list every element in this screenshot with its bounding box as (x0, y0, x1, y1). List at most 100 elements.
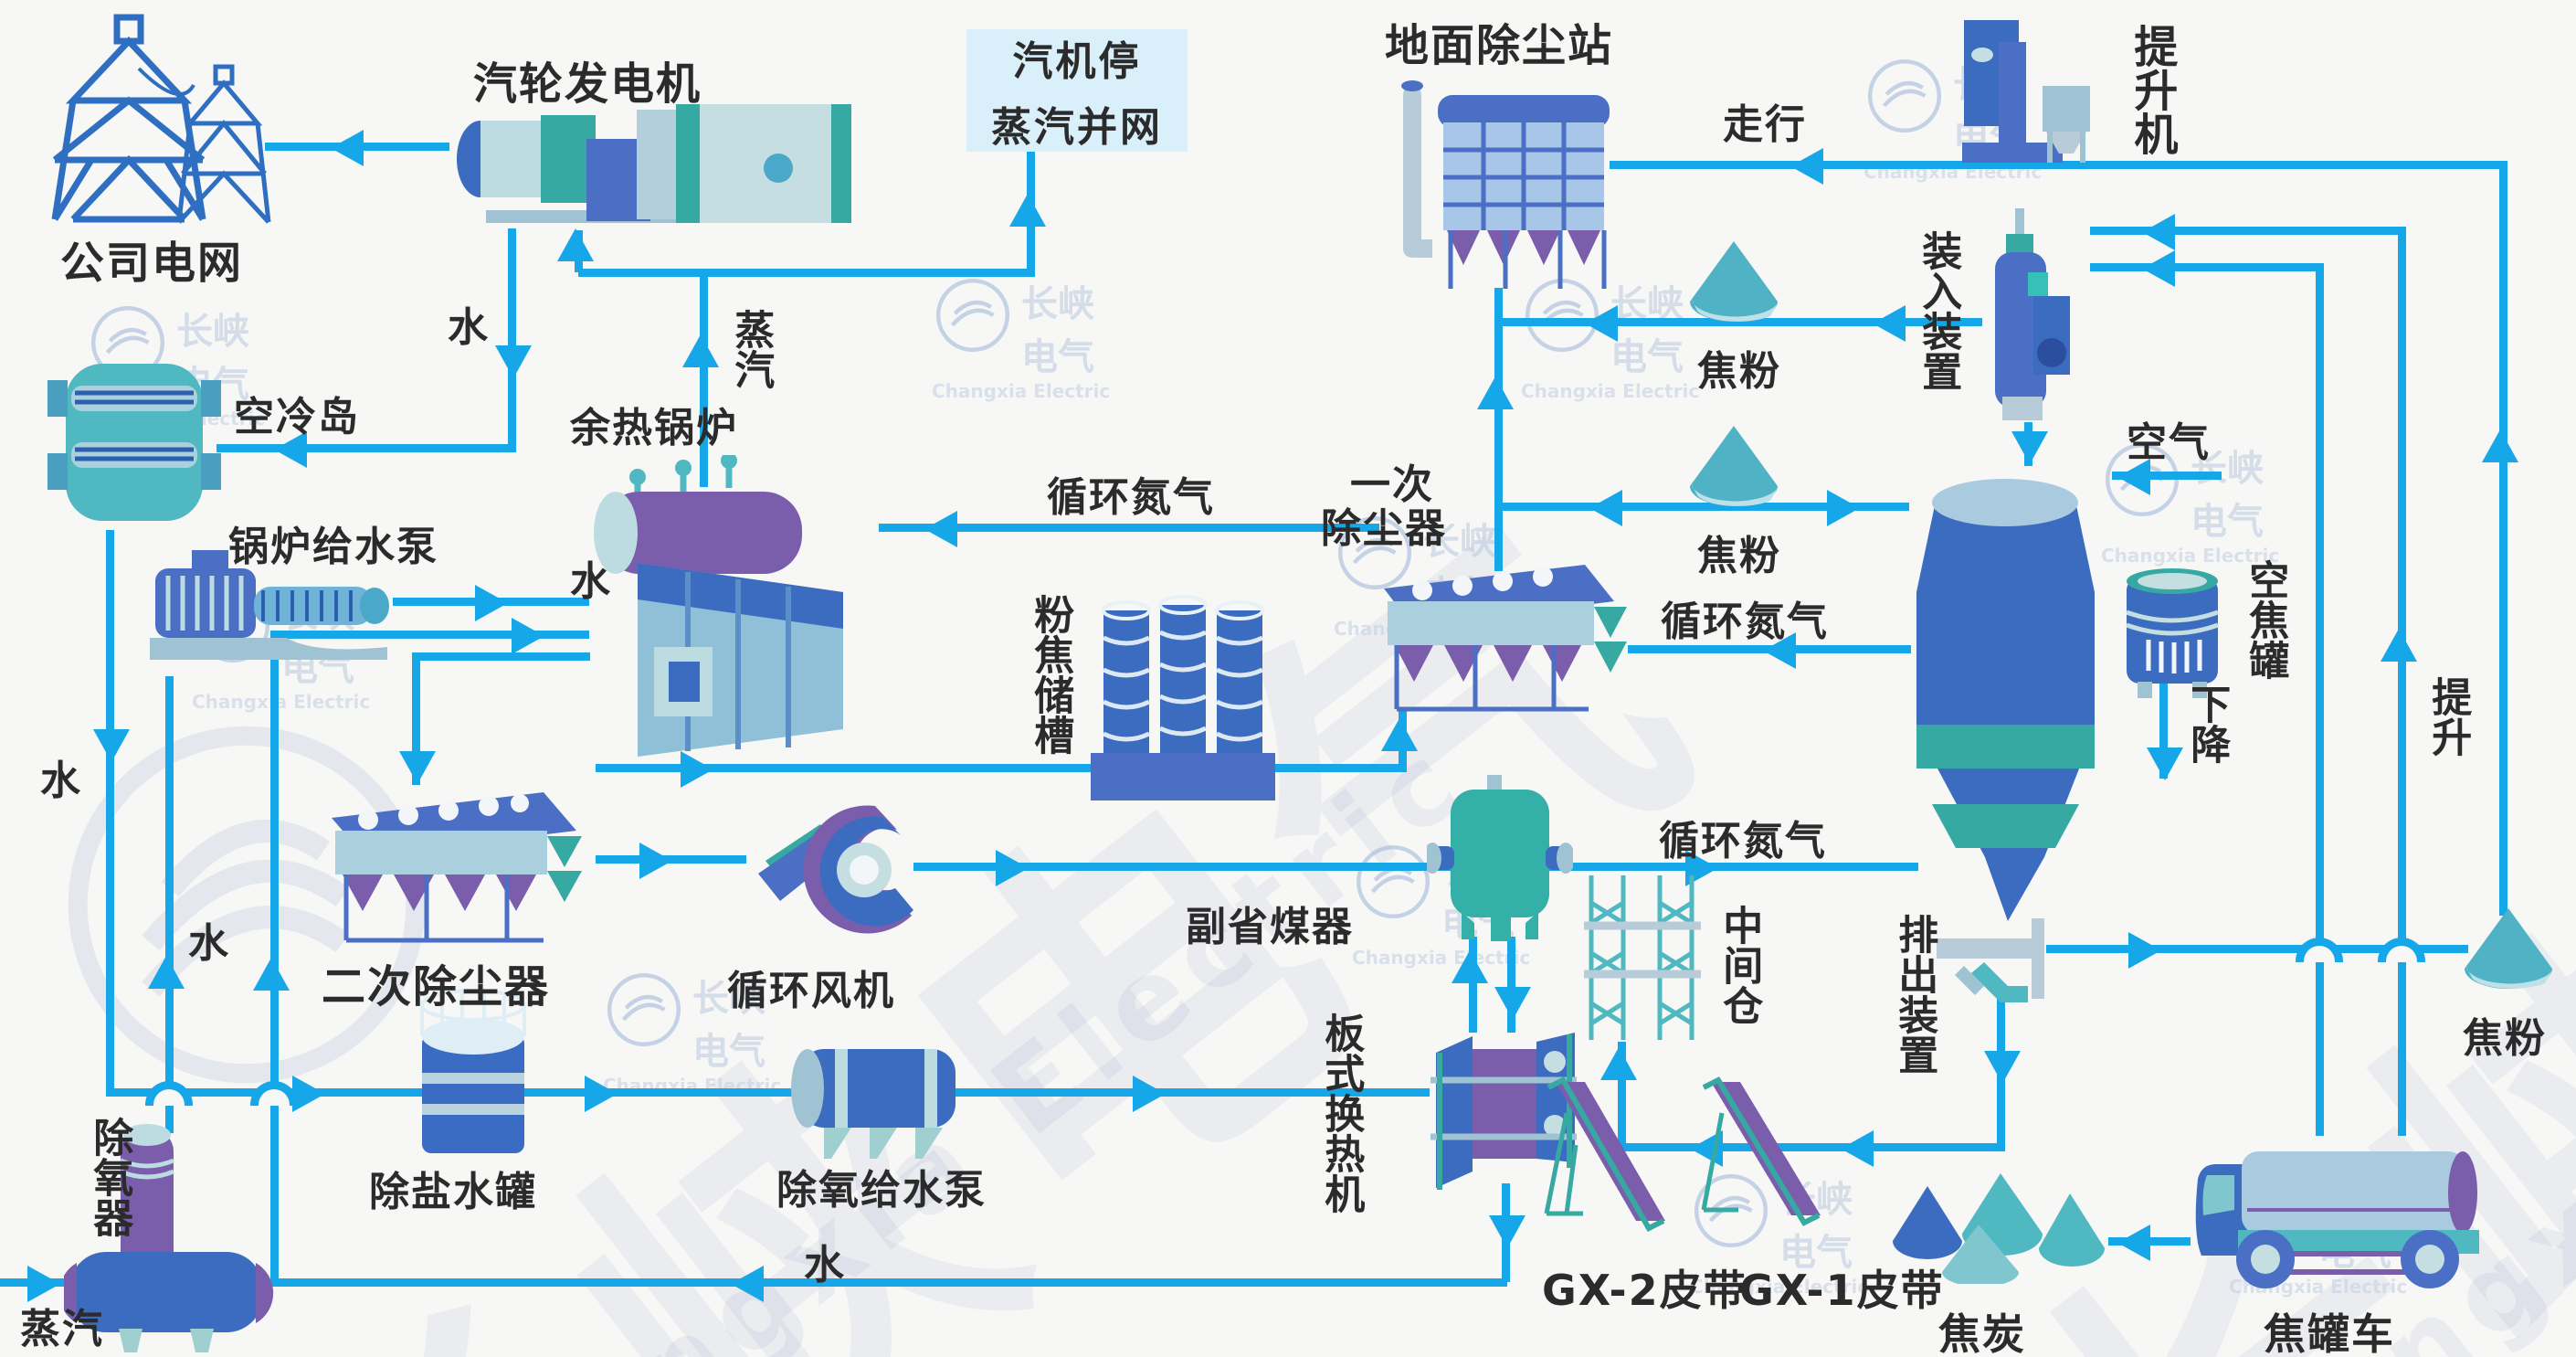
pipe (274, 631, 589, 639)
arrow (292, 1076, 325, 1112)
pipe (2090, 227, 2406, 235)
label-demin-water-tank: 除盐水罐 (369, 1169, 537, 1215)
coke-piles (1893, 1173, 2105, 1284)
label-deaerator: 除氧器 (86, 1117, 133, 1237)
label-ground-dust-station: 地面除尘站 (1385, 20, 1614, 71)
pipe-powder (596, 764, 1407, 772)
pipe-right-outer (2499, 161, 2507, 916)
label-discharge-device: 排出装置 (1891, 914, 1938, 1075)
arrow (585, 1076, 618, 1112)
arrow (1790, 148, 1823, 185)
transmission-towers (51, 14, 271, 224)
circulating-fan (758, 805, 913, 934)
belt-gx1 (1701, 1076, 1821, 1226)
label-hoist: 提升机 (2126, 24, 2178, 155)
pipe-hx-return (274, 1278, 1507, 1287)
pipe (2316, 263, 2324, 1136)
arrow (2128, 932, 2161, 969)
label-intermediate-bin: 中间仓 (1716, 905, 1763, 1025)
arrow (475, 585, 508, 621)
arrow (1381, 718, 1418, 751)
pipe-to-acc (216, 444, 513, 452)
label-turbine-generator: 汽轮发电机 (473, 58, 702, 110)
arrow (2142, 214, 2175, 250)
label-nitrogen-1: 循环氮气 (1047, 474, 1215, 521)
arrow (557, 228, 594, 261)
pipe-water-header (106, 1088, 1430, 1097)
arrow (1494, 987, 1531, 1020)
label-descend: 下降 (2183, 684, 2231, 764)
arrow (2011, 431, 2048, 464)
pipe-coke-powder-2 (1498, 503, 1909, 511)
arrow (1477, 376, 1514, 409)
arrow (1763, 632, 1796, 669)
pipe (412, 652, 590, 661)
pipe-bridge (2296, 938, 2343, 962)
label-travel: 走行 (1723, 101, 1807, 148)
arrow (253, 958, 290, 991)
label-coke-tank-truck: 焦罐车 (2264, 1309, 2395, 1357)
label-water-riser: 水 (188, 920, 230, 967)
pipe-belts (1608, 1143, 2005, 1151)
label-coke-powder-right: 焦粉 (2463, 1015, 2547, 1062)
pipe-boiler-steam (700, 272, 708, 487)
arrow (1589, 490, 1622, 526)
label-air-cooling-island: 空冷岛 (234, 394, 360, 440)
secondary-economizer (1427, 775, 1573, 941)
label-waste-heat-boiler: 余热锅炉 (570, 405, 738, 451)
label-coke-powder-1: 焦粉 (1697, 348, 1781, 395)
label-primary-collector-2: 除尘器 (1321, 505, 1447, 552)
pipe-steam-header (578, 269, 1035, 277)
label-charging-device: 装入装置 (1915, 230, 1962, 391)
arrow (274, 431, 307, 468)
arrow (2117, 1224, 2150, 1261)
pipe (1469, 937, 1477, 1033)
label-lift-right: 提升 (2424, 676, 2472, 757)
arrow (1600, 1047, 1637, 1080)
intermediate-bin (1584, 875, 1701, 1040)
belt-gx2 (1544, 1076, 1665, 1232)
arrow (2117, 459, 2150, 495)
label-water-feed: 水 (570, 558, 612, 605)
label-secondary-economizer: 副省煤器 (1186, 904, 1354, 950)
powder-coke-silos (1091, 595, 1275, 800)
label-coke-powder-2: 焦粉 (1697, 533, 1781, 579)
pipe (1507, 937, 1515, 1033)
label-deaerator-feed-pump: 除氧给水泵 (776, 1167, 987, 1214)
arrow (682, 334, 719, 367)
pipe-coke-powder-1 (1498, 318, 1982, 326)
turbine-generator (457, 104, 851, 223)
label-air: 空气 (2127, 419, 2211, 466)
steam-box: 汽机停 蒸汽并网 (966, 29, 1188, 152)
arrow (1133, 1076, 1166, 1112)
arrow (1827, 490, 1860, 526)
pipe-nitrogen-boiler (879, 524, 1379, 532)
pipe-coke-powder-out (2046, 945, 2468, 953)
arrow (331, 130, 364, 166)
label-gx2-belt: GX-2皮带 (1542, 1266, 1747, 1315)
pipe (2090, 263, 2324, 271)
pipe-deaerator-riser (165, 676, 174, 1133)
cdq-chamber (1916, 479, 2095, 921)
arrow (1009, 194, 1046, 227)
arrow (1841, 1130, 1874, 1167)
label-empty-coke-tank: 空焦罐 (2242, 559, 2289, 680)
pipe-descend (2159, 678, 2168, 779)
discharge-device (1937, 918, 2044, 1002)
arrow (399, 751, 436, 784)
arrow (924, 511, 957, 547)
arrow (27, 1266, 60, 1302)
label-nitrogen-2: 循环氮气 (1661, 599, 1829, 645)
arrow (495, 345, 532, 378)
label-gx1-belt: GX-1皮带 (1739, 1266, 1945, 1315)
arrow (1873, 305, 1906, 342)
coke-powder-cone-1 (1690, 241, 1778, 322)
label-steam-bottom: 蒸汽 (20, 1306, 104, 1352)
charging-device (1995, 208, 2070, 420)
arrow (512, 618, 544, 654)
steam-box-line1: 汽机停 (1012, 38, 1142, 85)
